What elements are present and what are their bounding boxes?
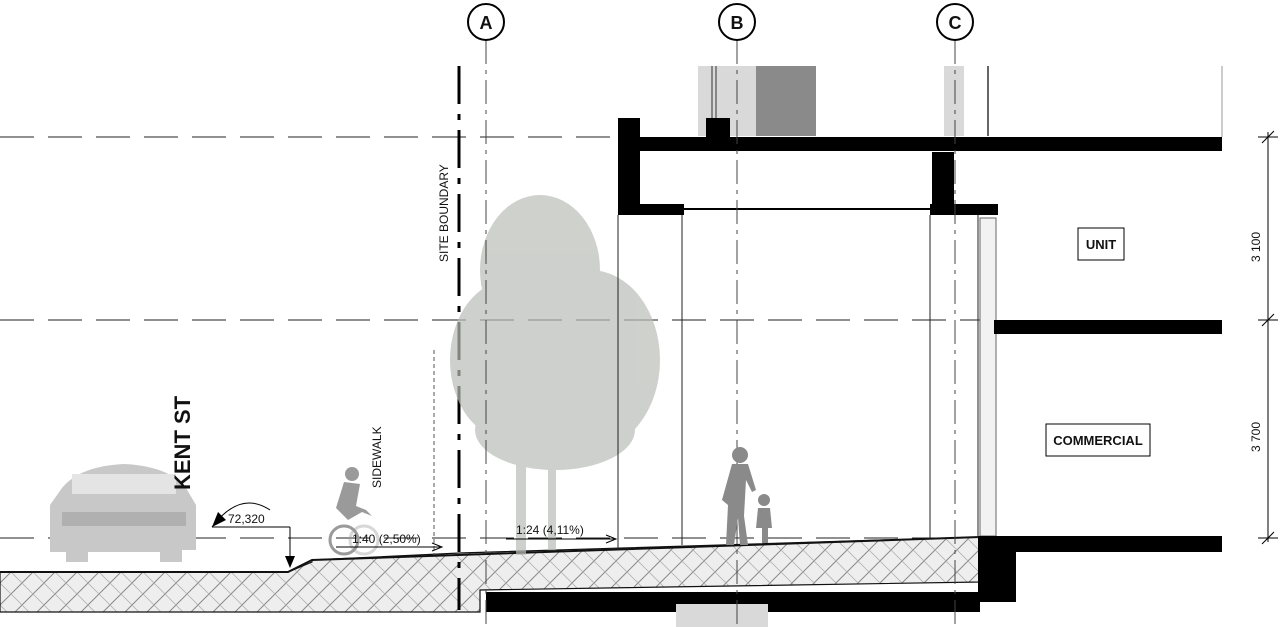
storefront-glazing (979, 217, 997, 537)
pedestrians-silhouette (722, 447, 772, 545)
room-tag-commercial: COMMERCIAL (1045, 423, 1151, 457)
grid-bubble-c: C (936, 3, 974, 41)
grid-label-c: C (949, 13, 962, 33)
room-tag-unit: UNIT (1077, 227, 1125, 261)
dimension-upper: 3 100 (1249, 232, 1263, 262)
grid-label-b: B (731, 13, 744, 33)
grid-bubble-a: A (467, 3, 505, 41)
basement-slab (486, 592, 980, 612)
road-surface-line (0, 536, 981, 573)
dimension-string (1258, 130, 1278, 545)
left-upturn (618, 118, 640, 210)
dimension-lower: 3 700 (1249, 422, 1263, 452)
slope-sidewalk-label: 1:40 (2,50%) (352, 532, 421, 546)
street-label: KENT ST (170, 395, 195, 490)
ground (0, 536, 1016, 627)
grid-bubble-b: B (718, 3, 756, 41)
room-unit-label: UNIT (1086, 237, 1116, 252)
basement-wall (978, 552, 1016, 602)
slope-sidewalk: 1:40 (2,50%) (336, 532, 444, 552)
left-beam (618, 204, 684, 215)
sidewalk-label: SIDEWALK (370, 426, 384, 488)
upper-volume-dark (756, 66, 816, 136)
cyclist-silhouette (328, 467, 380, 556)
room-commercial-label: COMMERCIAL (1053, 433, 1143, 448)
roof-slab (640, 137, 1222, 151)
level-2-slab (994, 320, 1222, 334)
grid-label-a: A (480, 13, 493, 33)
building-structure (617, 66, 1223, 552)
grid-lines (485, 40, 956, 627)
right-beam-column (932, 152, 954, 210)
elevation-marker: 72,320 (211, 502, 295, 568)
site-boundary-label: SITE BOUNDARY (437, 164, 451, 262)
elevation-value: 72,320 (228, 512, 265, 526)
slope-ramp: 1:24 (4,11%) (506, 523, 618, 544)
car-silhouette (50, 464, 196, 562)
tree-silhouette (450, 195, 660, 555)
slope-ramp-label: 1:24 (4,11%) (516, 523, 584, 537)
basement-column (676, 604, 768, 627)
right-beam (930, 204, 998, 215)
ground-slab (978, 536, 1222, 552)
